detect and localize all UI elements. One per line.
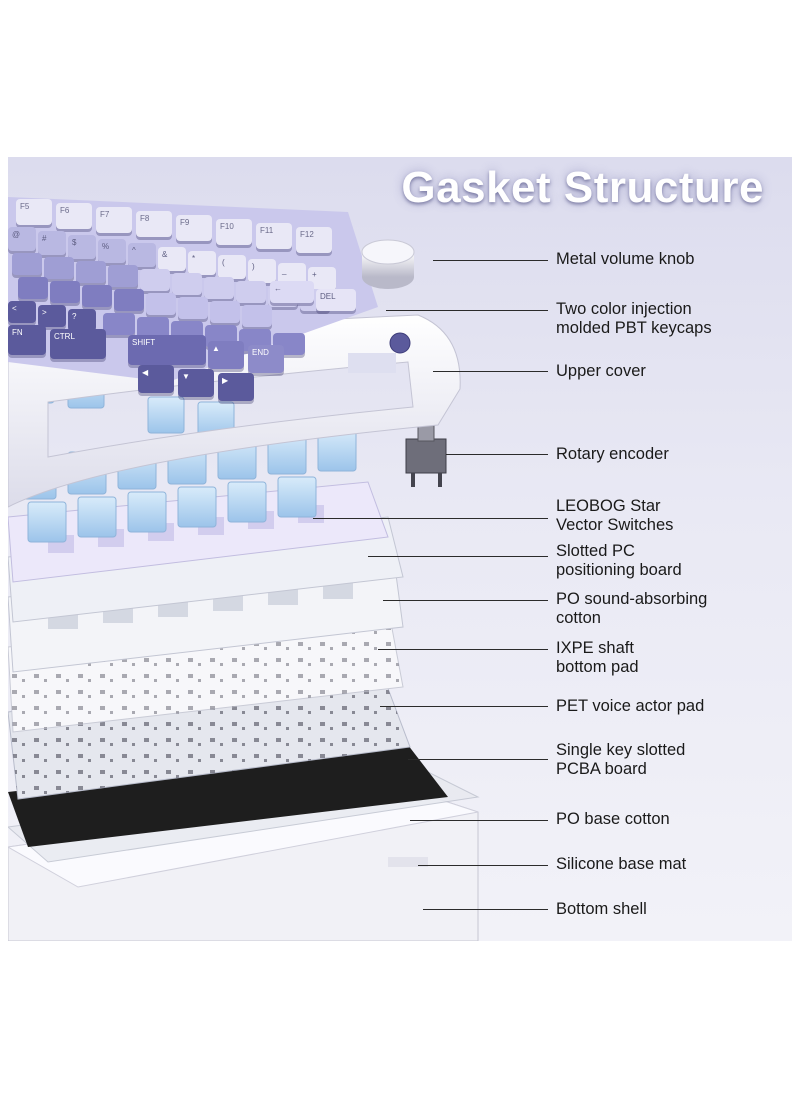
- keycap-arrow-down: ▼: [178, 369, 214, 397]
- leader-pcba: [408, 759, 548, 760]
- keycap-blank: [204, 277, 234, 299]
- keycap-symbol: %: [98, 239, 126, 263]
- keycap-shift: SHIFT: [128, 335, 206, 365]
- keycap-symbol: &: [158, 247, 186, 271]
- keycap-blank: [242, 305, 272, 327]
- leader-knob: [433, 260, 548, 261]
- leader-po-base-cotton: [410, 820, 548, 821]
- keycap-blank: [82, 285, 112, 307]
- keycap-del: DEL: [316, 289, 356, 311]
- keycap-punct: >: [38, 305, 66, 327]
- keycap-blank: [103, 313, 135, 335]
- keycap-blank: [140, 269, 170, 291]
- keycap-symbol: +: [308, 267, 336, 291]
- keycap-ctrl: CTRL: [50, 329, 106, 359]
- keycap-blank: [137, 317, 169, 339]
- leader-silicone-mat: [418, 865, 548, 866]
- leader-switches: [313, 518, 548, 519]
- keycap-fn: FN: [8, 325, 46, 355]
- leader-upper-cover: [433, 371, 548, 372]
- keycap-symbol: *: [188, 251, 216, 275]
- leader-pet-pad: [380, 706, 548, 707]
- keycap-arrow-right: ▶: [218, 373, 254, 401]
- keycap-arrow-left: ◀: [138, 365, 174, 393]
- po-base-cotton-layer: [8, 745, 448, 847]
- keycap-f8: F8: [136, 211, 172, 237]
- label-knob: Metal volume knob: [556, 250, 695, 268]
- keycap-blank: [172, 273, 202, 295]
- knob-part: [361, 239, 415, 289]
- keycap-blank: [108, 265, 138, 287]
- keycap-blank: [178, 297, 208, 319]
- keycap-end: END: [248, 345, 284, 373]
- keycap-symbol: ): [248, 259, 276, 283]
- leader-pc-board: [368, 556, 548, 557]
- label-bottom-shell: Bottom shell: [556, 900, 647, 918]
- leader-ixpe-pad: [378, 649, 548, 650]
- leader-bottom-shell: [423, 909, 548, 910]
- keycap-arrow-up: ▲: [208, 341, 244, 369]
- label-po-base-cotton: PO base cotton: [556, 810, 670, 828]
- keycap-blank: [76, 261, 106, 283]
- keycap-blank: [12, 253, 42, 275]
- label-pet-pad: PET voice actor pad: [556, 697, 705, 715]
- label-rotary-encoder: Rotary encoder: [556, 445, 669, 463]
- keycap-f6: F6: [56, 203, 92, 229]
- rotary-encoder-part: [405, 422, 447, 487]
- keycap-symbol: ^: [128, 243, 156, 267]
- keycap-f5: F5: [16, 199, 52, 225]
- keycap-blank: [50, 281, 80, 303]
- keycap-punct: <: [8, 301, 36, 323]
- keycap-backspace: ←: [270, 281, 314, 303]
- keycap-f9: F9: [176, 215, 212, 241]
- keycap-blank: [44, 257, 74, 279]
- keycap-symbol: (: [218, 255, 246, 279]
- keycap-blank: [236, 281, 266, 303]
- keycap-blank: [210, 301, 240, 323]
- keycap-blank: [18, 277, 48, 299]
- leader-po-cotton: [383, 600, 548, 601]
- label-silicone-mat: Silicone base mat: [556, 855, 687, 873]
- keycap-symbol: #: [38, 231, 66, 255]
- keycap-punct: ?: [68, 309, 96, 331]
- keycap-f7: F7: [96, 207, 132, 233]
- keycap-blank: [114, 289, 144, 311]
- page-title: Gasket Structure: [401, 163, 764, 212]
- keycap-symbol: @: [8, 227, 36, 251]
- keycap-blank: [146, 293, 176, 315]
- keycap-symbol: $: [68, 235, 96, 259]
- leader-keycaps: [386, 310, 548, 311]
- leader-rotary-encoder: [446, 454, 548, 455]
- keycap-f10: F10: [216, 219, 252, 245]
- keycap-f11: F11: [256, 223, 292, 249]
- keycap-f12: F12: [296, 227, 332, 253]
- label-upper-cover: Upper cover: [556, 362, 646, 380]
